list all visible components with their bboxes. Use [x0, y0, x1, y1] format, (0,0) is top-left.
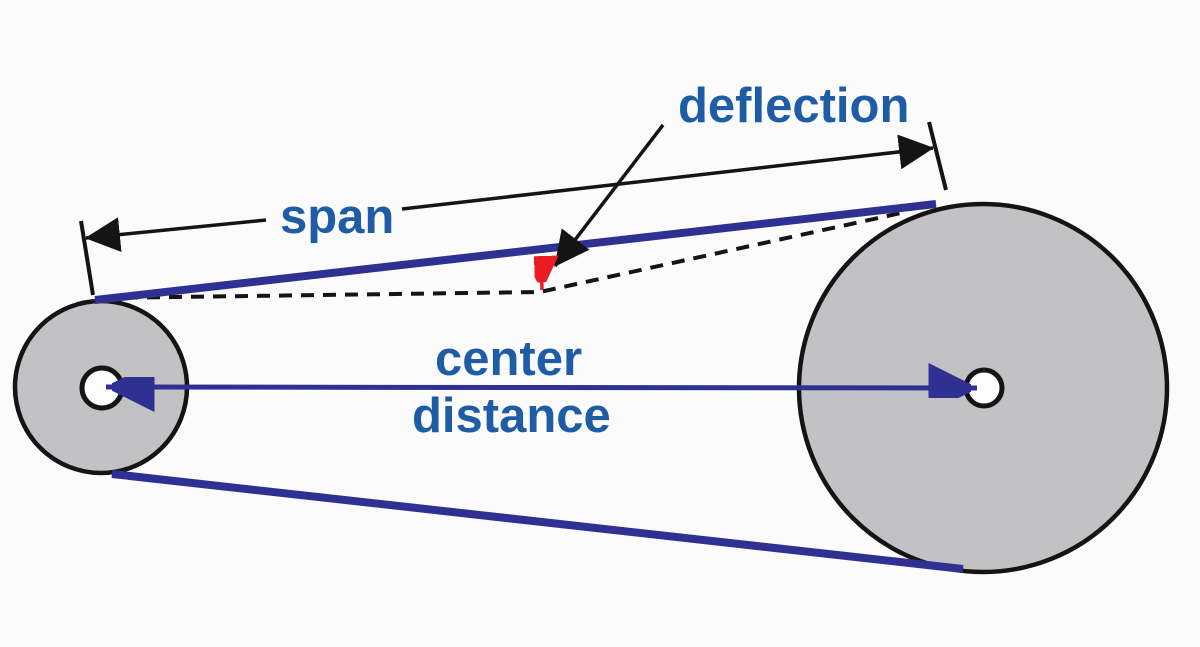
span-extension-tick-left: [79, 220, 95, 296]
deflected-belt-dashed-line: [102, 211, 902, 300]
belt-top-span: [94, 200, 937, 304]
span-dimension-line-left: [84, 217, 267, 253]
center-distance-arrow: [105, 387, 978, 389]
span-dimension: [79, 121, 948, 296]
deflection-leader-arrow: [553, 123, 665, 268]
span-dimension-line-right: [401, 134, 935, 211]
span-extension-tick-right: [927, 121, 948, 191]
span-label: span: [280, 190, 394, 244]
center-distance-arrow-right-half: [544, 388, 978, 389]
center-distance-label-line1: center: [435, 332, 582, 386]
deflection-distance-red-arrow: [541, 256, 542, 291]
center-distance-arrow-left-half: [105, 387, 546, 388]
deflection-label: deflection: [678, 79, 909, 133]
center-distance-label-line2: distance: [412, 389, 611, 443]
belt-bottom-span: [111, 470, 964, 573]
